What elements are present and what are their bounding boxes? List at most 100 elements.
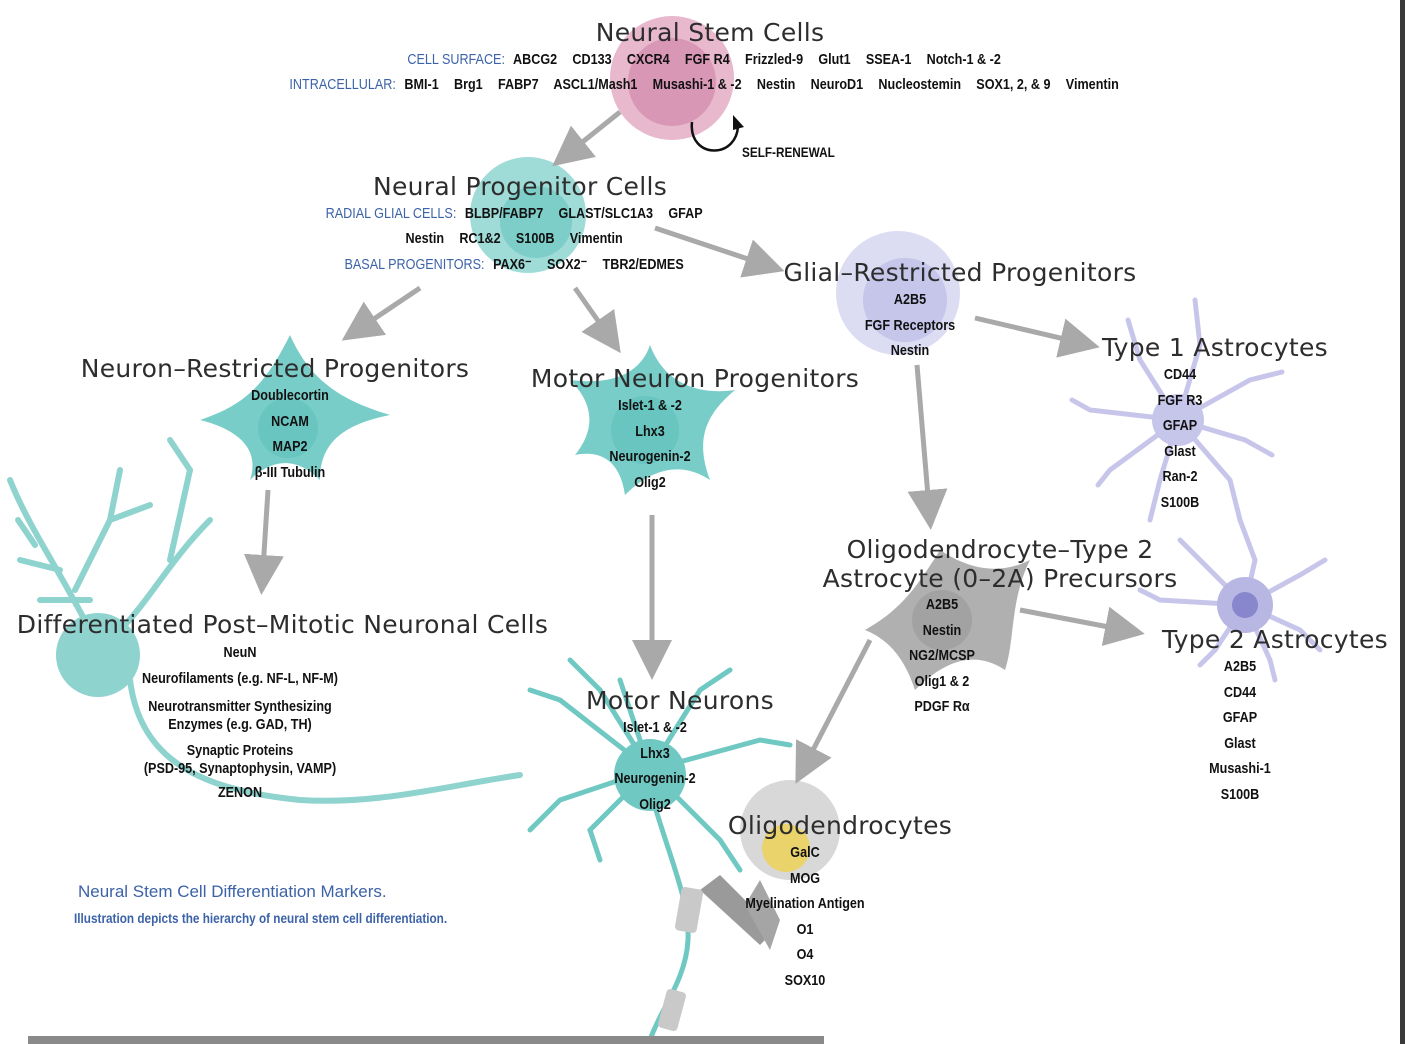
marker: TBR2/EDMES — [602, 256, 684, 273]
marker: Lhx3 — [640, 744, 670, 762]
marker: MAP2 — [272, 438, 308, 455]
glial-restricted-node: Glial–Restricted Progenitors — [760, 258, 1160, 287]
differentiated-neuronal-title: Differentiated Post–Mitotic Neuronal Cel… — [16, 610, 549, 639]
marker: GFAP — [668, 205, 703, 222]
marker: ABCG2 — [513, 51, 558, 68]
marker: Islet-1 & -2 — [623, 719, 687, 736]
type1-astrocytes-node: Type 1 Astrocytes — [1080, 333, 1350, 362]
marker: NCAM — [271, 412, 309, 430]
marker: S100B — [1160, 493, 1200, 511]
marker: RC1&2 — [459, 230, 501, 247]
marker: Nestin — [405, 230, 445, 247]
marker: Lhx3 — [635, 422, 665, 440]
marker: O1 — [796, 920, 814, 938]
marker: BMI-1 — [404, 76, 439, 93]
marker: GFAP — [1222, 709, 1258, 726]
marker: A2B5 — [925, 596, 959, 613]
differentiated-neuronal-node: Differentiated Post–Mitotic Neuronal Cel… — [10, 610, 555, 639]
marker: ZENON — [217, 784, 263, 801]
neuron-restricted-node: Neuron–Restricted Progenitors — [60, 354, 490, 383]
marker: β-III Tubulin — [254, 463, 326, 481]
neuron-restricted-title: Neuron–Restricted Progenitors — [80, 354, 470, 383]
cell-surface-label: CELL SURFACE: — [407, 51, 505, 68]
motor-neurons-title: Motor Neurons — [586, 686, 774, 715]
marker: NeuroD1 — [810, 76, 864, 93]
oligodendrocytes-title: Oligodendrocytes — [727, 811, 953, 840]
motor-progenitor-title: Motor Neuron Progenitors — [530, 364, 860, 393]
marker: FGF Receptors — [864, 316, 956, 334]
neural-progenitor-title: Neural Progenitor Cells — [372, 172, 668, 201]
glial-restricted-title: Glial–Restricted Progenitors — [783, 258, 1137, 287]
marker: Neurogenin-2 — [609, 448, 691, 465]
neural-progenitor-node: Neural Progenitor Cells RADIAL GLIAL CEL… — [260, 172, 780, 273]
marker: A2B5 — [893, 291, 927, 308]
radial-glial-row: RADIAL GLIAL CELLS: BLBP/FABP7 GLAST/SLC… — [302, 205, 739, 222]
marker: Neurotransmitter Synthesizing — [148, 698, 332, 715]
marker: PDGF Rα — [914, 698, 970, 715]
marker: CD133 — [572, 51, 612, 68]
marker: O4 — [796, 946, 814, 963]
marker: MOG — [789, 869, 821, 887]
motor-neurons-node: Motor Neurons — [560, 686, 800, 715]
marker: CD44 — [1223, 683, 1257, 701]
marker: Doublecortin — [251, 387, 329, 404]
marker: Neurogenin-2 — [614, 770, 696, 787]
marker: (PSD-95, Synaptophysin, VAMP) — [143, 760, 337, 777]
marker: Nestin — [890, 342, 930, 359]
marker: GFAP — [1162, 417, 1198, 434]
marker: ASCL1/Mash1 — [553, 76, 638, 93]
marker: BLBP/FABP7 — [464, 205, 544, 222]
basal-progenitor-row: BASAL PROGENITORS: PAX6⁻ SOX2⁻ TBR2/EDME… — [302, 255, 739, 273]
intracellular-label: INTRACELLULAR: — [289, 76, 396, 93]
marker: S100B — [515, 230, 555, 247]
o2a-precursor-node: Oligodendrocyte–Type 2 Astrocyte (0–2A) … — [800, 535, 1200, 593]
marker: Olig1 & 2 — [914, 672, 970, 690]
oligodendrocytes-markers: GalC MOG Myelination Antigen O1 O4 SOX10 — [705, 840, 905, 993]
self-renewal-arrow — [690, 121, 740, 152]
caption-text: Illustration depicts the hierarchy of ne… — [74, 910, 448, 926]
neural-stem-cell-graphic — [610, 16, 734, 140]
marker: Vimentin — [569, 230, 623, 247]
marker: CD44 — [1163, 366, 1197, 383]
marker: Ran-2 — [1162, 468, 1198, 485]
marker: GLAST/SLC1A3 — [558, 205, 654, 222]
marker: Glast — [1164, 442, 1196, 460]
marker: CXCR4 — [626, 51, 670, 68]
neural-stem-cells-node: Neural Stem Cells CELL SURFACE: ABCG2 CD… — [200, 18, 1220, 93]
bottom-bar — [28, 1036, 824, 1044]
marker: GalC — [790, 844, 820, 861]
marker: Glast — [1224, 734, 1256, 752]
differentiated-neuron-graphic — [7, 437, 523, 804]
motor-progenitor-markers: Islet-1 & -2 Lhx3 Neurogenin-2 Olig2 — [550, 393, 750, 495]
marker: Vimentin — [1065, 76, 1119, 93]
neural-stem-cells-title: Neural Stem Cells — [595, 18, 825, 47]
marker: Olig2 — [639, 795, 671, 813]
marker: Notch-1 & -2 — [926, 51, 1001, 68]
nsc-surface-row: CELL SURFACE: ABCG2 CD133 CXCR4 FGF R4 F… — [282, 51, 1139, 68]
o2a-title-line2: Astrocyte (0–2A) Precursors — [822, 564, 1178, 593]
marker: Olig2 — [634, 473, 666, 491]
radial-glial-row-2: Nestin RC1&2 S100B Vimentin — [302, 230, 739, 247]
nsc-intracellular-row: INTRACELLULAR: BMI-1 Brg1 FABP7 ASCL1/Ma… — [282, 76, 1139, 93]
oligodendrocyte-graphic — [700, 780, 840, 950]
marker: NeuN — [223, 644, 257, 661]
marker: FGF R3 — [1157, 391, 1203, 409]
marker: FABP7 — [497, 76, 539, 93]
marker: Musashi-1 & -2 — [652, 76, 742, 93]
marker: SSEA-1 — [865, 51, 912, 68]
marker: Nestin — [922, 621, 962, 639]
marker: Myelination Antigen — [745, 895, 865, 912]
neuron-progenitor-graphic — [200, 335, 390, 480]
marker: Glut1 — [818, 51, 851, 68]
o2a-markers: A2B5 Nestin NG2/MCSP Olig1 & 2 PDGF Rα — [842, 592, 1042, 720]
o2a-precursor-graphic — [865, 550, 1030, 690]
type2-astrocytes-node: Type 2 Astrocytes — [1150, 625, 1400, 654]
oligodendrocytes-node: Oligodendrocytes — [715, 811, 965, 840]
caption-title: Neural Stem Cell Differentiation Markers… — [78, 882, 387, 901]
marker: FGF R4 — [684, 51, 730, 68]
marker: Nucleostemin — [878, 76, 962, 93]
glial-progenitor-graphic — [836, 231, 960, 355]
differentiated-neuronal-markers: NeuN Neurofilaments (e.g. NF-L, NF-M) Ne… — [110, 640, 370, 806]
motor-progenitor-node: Motor Neuron Progenitors — [510, 364, 880, 393]
